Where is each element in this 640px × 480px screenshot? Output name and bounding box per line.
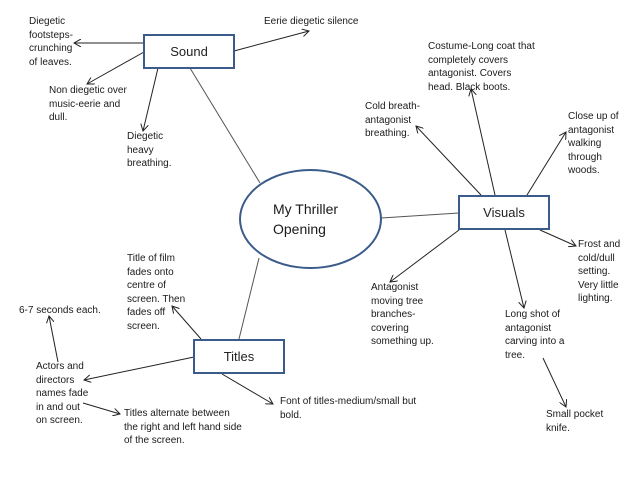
note-sound-silence: Eerie diegetic silence [264,16,359,27]
arrow-visuals-costume [471,89,496,196]
branch-sound: Sound [143,34,235,69]
arrow-sound-silence [233,31,309,52]
arrow-actors-alternate [82,402,120,414]
arrow-titles-actors [84,356,195,380]
arrow-visuals-closeup [526,132,566,196]
note-sound-breathing: Diegetic heavy breathing. [127,131,172,169]
connector-center-titles [238,257,260,340]
central-topic: My Thriller Opening [239,169,382,269]
note-titles-font: Font of titles-medium/small but bold. [280,396,417,421]
note-visuals-cold-breath: Cold breath- antagonist breathing. [365,101,421,139]
central-topic-line2: Opening [273,221,326,237]
note-visuals-branches: Antagonist moving tree branches- coverin… [371,282,434,347]
branch-visuals: Visuals [458,195,550,230]
arrow-visuals-branches [390,229,460,282]
connector-center-visuals [380,212,460,219]
branch-titles: Titles [193,339,285,374]
arrow-actors-seconds [49,316,59,363]
arrow-longshot-knife [542,357,566,407]
note-titles-alternate: Titles alternate between the right and l… [124,408,242,446]
note-titles-seconds: 6-7 seconds each. [19,305,101,316]
note-sound-music: Non diegetic over music-eerie and dull. [49,85,127,123]
arrow-sound-breathing [143,67,159,131]
arrow-titles-font [221,373,273,404]
arrow-visuals-cold-breath [416,126,482,196]
arrow-visuals-frost [539,229,576,246]
note-visuals-costume: Costume-Long coat that completely covers… [428,41,535,93]
arrow-visuals-longshot [504,229,524,308]
arrow-titles-film [172,306,202,340]
central-topic-line1: My Thriller [273,201,339,217]
note-visuals-frost: Frost and cold/dull setting. Very little… [578,239,621,304]
arrow-sound-music [87,51,145,84]
note-visuals-longshot: Long shot of antagonist carving into a t… [505,309,565,361]
note-titles-film: Title of film fades onto centre of scree… [127,253,186,332]
note-visuals-knife: Small pocket knife. [546,409,604,434]
note-sound-footsteps: Diegetic footsteps- crunching of leaves. [29,16,73,68]
note-visuals-closeup: Close up of antagonist walking through w… [568,111,619,176]
connector-center-sound [189,67,261,184]
note-titles-actors: Actors and directors names fade in and o… [36,361,89,426]
